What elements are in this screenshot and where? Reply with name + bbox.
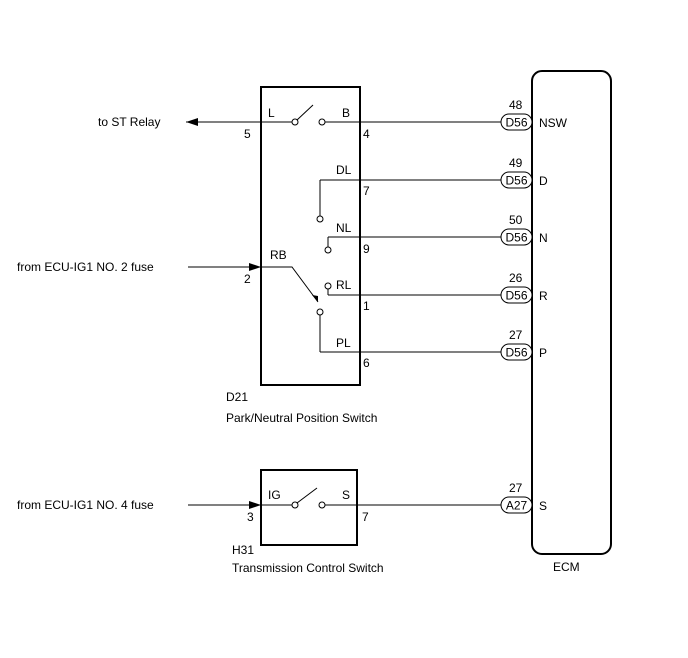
switch-blade-lb [296, 104, 314, 121]
ecm-terminal-label: D [539, 174, 548, 188]
pin-rl-number: 1 [363, 299, 370, 313]
ecm-label: ECM [553, 560, 580, 574]
fuse2-label: from ECU-IG1 NO. 2 fuse [17, 260, 154, 274]
ecm-connector-d: 49 D56 D [500, 156, 548, 189]
switch-contact-l [291, 118, 299, 126]
connector-badge [500, 171, 533, 189]
ecm-connector-n: 50 D56 N [500, 213, 548, 246]
switch-contact-ig [291, 501, 299, 509]
rb-wiper-arrowhead [312, 295, 318, 302]
tc-switch-name: Transmission Control Switch [232, 561, 384, 575]
terminal-nl-label: NL [336, 221, 352, 235]
ecm-terminal-label: N [539, 231, 548, 245]
pin-nl-number: 9 [363, 242, 370, 256]
ecm-pin-number: 27 [509, 481, 523, 495]
ecm-pin-number: 27 [509, 328, 523, 342]
connector-badge [500, 496, 533, 514]
pin-s-number: 7 [362, 510, 369, 524]
pin-pl-number: 6 [363, 356, 370, 370]
switch-contact-b [318, 118, 326, 126]
rb-wiper [284, 266, 319, 303]
ecm-pin-number: 48 [509, 98, 523, 112]
connector-code: D56 [505, 116, 527, 130]
terminal-l-label: L [268, 106, 275, 120]
ecm-pin-number: 50 [509, 213, 523, 227]
pin-dl-number: 7 [363, 184, 370, 198]
ecm-connector-r: 26 D56 R [500, 271, 548, 304]
pnp-switch-code: D21 [226, 390, 248, 404]
park-neutral-position-switch-box [260, 86, 361, 386]
connector-code: D56 [505, 289, 527, 303]
ecm-terminal-label: P [539, 346, 547, 360]
ecm-terminal-label: R [539, 289, 548, 303]
terminal-b-label: B [342, 106, 350, 120]
connector-code: D56 [505, 346, 527, 360]
connector-badge [500, 286, 533, 304]
connector-badge [500, 113, 533, 131]
pin-b-number: 4 [363, 127, 370, 141]
fuse4-label: from ECU-IG1 NO. 4 fuse [17, 498, 154, 512]
switch-contact-nl [324, 246, 332, 254]
terminal-s-label: S [342, 488, 350, 502]
switch-contact-dl [316, 215, 324, 223]
st-relay-label: to ST Relay [98, 115, 160, 129]
ecm-connector-s: 27 A27 S [500, 481, 547, 514]
switch-contact-s [318, 501, 326, 509]
connector-code: D56 [505, 231, 527, 245]
ecm-pin-number: 49 [509, 156, 523, 170]
ecm-connector-nsw: 48 D56 NSW [500, 98, 568, 131]
pin-ig-number: 3 [247, 510, 254, 524]
tc-switch-code: H31 [232, 543, 254, 557]
terminal-dl-label: DL [336, 163, 352, 177]
pin-rb-number: 2 [244, 272, 251, 286]
connector-code: D56 [505, 174, 527, 188]
switch-blade-ig-s [296, 487, 318, 504]
terminal-rl-label: RL [336, 278, 352, 292]
switch-contact-pl [316, 308, 324, 316]
ecm-terminal-label: S [539, 499, 547, 513]
ecm-connector-p: 27 D56 P [500, 328, 547, 361]
switch-contact-rl [324, 282, 332, 290]
ecm-terminal-label: NSW [539, 116, 568, 130]
terminal-rb-label: RB [270, 248, 287, 262]
connector-code: A27 [506, 499, 528, 513]
transmission-control-switch-box [260, 469, 358, 546]
connector-badge [500, 343, 533, 361]
ecm-box [531, 70, 612, 555]
terminal-pl-label: PL [336, 336, 351, 350]
ecm-pin-number: 26 [509, 271, 523, 285]
pnp-switch-name: Park/Neutral Position Switch [226, 411, 377, 425]
connector-badge [500, 228, 533, 246]
pin-l-number: 5 [244, 127, 251, 141]
terminal-ig-label: IG [268, 488, 281, 502]
